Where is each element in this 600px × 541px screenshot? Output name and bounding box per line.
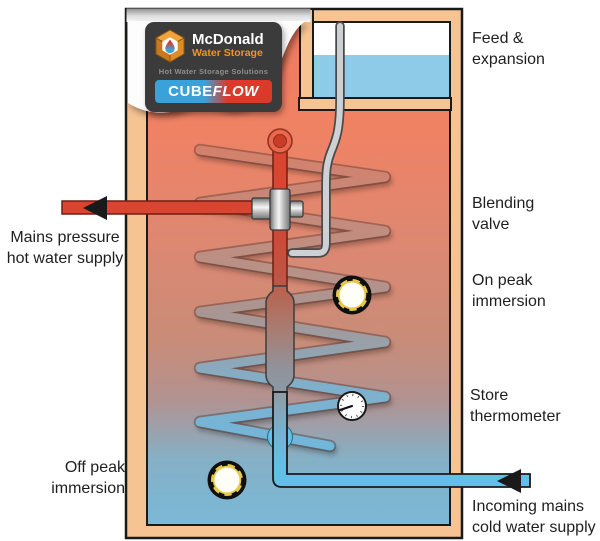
brand-tagline: Hot Water Storage Solutions: [158, 67, 269, 76]
feed-tank-left-wall: [299, 8, 314, 111]
product-banner: CUBE FLOW: [155, 80, 272, 103]
off-peak-immersion-boss: [207, 460, 247, 500]
brand-text-block: McDonald Water Storage: [192, 32, 264, 59]
gauge-ticks: [339, 393, 365, 419]
boss-ring-dashes: [209, 462, 245, 498]
hot-flow-arrow: [83, 196, 107, 220]
product-name-cube: CUBE: [168, 83, 213, 100]
vent-pipe-body: [289, 23, 343, 256]
brand-logo-card: McDonald Water Storage Hot Water Storage…: [145, 22, 282, 112]
boss-ring-dashes: [334, 277, 370, 313]
cold-flow-arrow: [497, 469, 521, 493]
on-peak-immersion-boss: [332, 275, 372, 315]
label-on-peak-immersion: On peak immersion: [472, 272, 546, 311]
product-name-flow: FLOW: [212, 83, 259, 100]
valve-body: [269, 188, 291, 231]
brand-subname: Water Storage: [192, 47, 263, 60]
label-feed-expansion: Feed & expansion: [472, 30, 545, 69]
label-incoming-cold-supply: Incoming mains cold water supply: [472, 498, 596, 537]
boss-face: [339, 282, 365, 308]
boss-face: [214, 467, 240, 493]
gauge-needle: [338, 404, 354, 412]
cube-drop-icon: [154, 29, 186, 63]
label-off-peak-immersion: Off peak immersion: [51, 459, 125, 498]
logo-silver-strip: [126, 8, 311, 22]
vent-pipe: [287, 21, 345, 258]
logo-row: McDonald Water Storage: [153, 28, 274, 64]
store-thermometer-gauge: [337, 391, 367, 421]
feed-tank-bottom-wall: [298, 97, 452, 111]
brand-name: McDonald: [192, 31, 264, 49]
label-blending-valve: Blending valve: [472, 195, 535, 234]
riser-cap-center: [273, 134, 287, 148]
label-store-thermometer: Store thermometer: [470, 387, 561, 426]
valve-right-knob: [289, 200, 304, 218]
mixing-chamber: [265, 285, 295, 393]
label-mains-hot-supply: Mains pressure hot water supply: [6, 229, 124, 268]
blending-valve: [251, 188, 304, 231]
feed-tank-water: [314, 55, 449, 97]
riser-pipe-mid: [272, 224, 288, 294]
